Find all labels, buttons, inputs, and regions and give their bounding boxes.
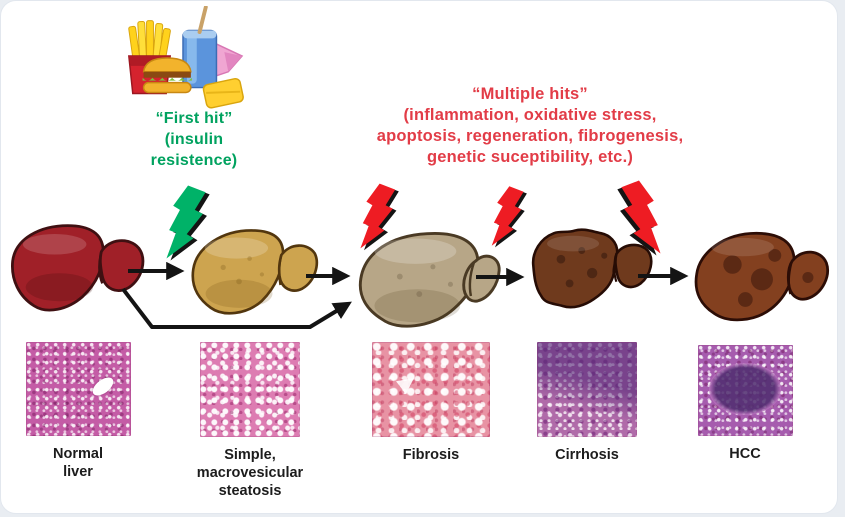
- stage-column-fibrosis: Fibrosis: [351, 342, 511, 464]
- liver-fibrosis-illustration: [356, 222, 504, 334]
- stage-label-steatosis: Simple, macrovesicular steatosis: [196, 447, 304, 499]
- liver-normal-illustration: [6, 220, 150, 318]
- lightning-bolt-green-icon: [157, 179, 211, 265]
- liver-steatosis-illustration: [188, 220, 320, 328]
- lightning-bolt-red-icon: [484, 180, 528, 252]
- histology-normal-image: [25, 342, 131, 436]
- stage-label-cirrhosis: Cirrhosis: [555, 447, 619, 463]
- central-vein-oval: [89, 373, 116, 400]
- multiple-hits-label: “Multiple hits” (inflammation, oxidative…: [376, 85, 684, 166]
- histology-steatosis-image: [200, 342, 300, 437]
- stage-label-hcc: HCC: [729, 446, 761, 462]
- lightning-bolt-red-icon: [616, 175, 670, 259]
- liver-cirrhosis-illustration: [528, 222, 658, 318]
- liver-hcc-illustration: [692, 222, 830, 332]
- lightning-bolt-red-icon: [352, 177, 400, 255]
- white-patch: [396, 378, 414, 394]
- stage-column-steatosis: Simple, macrovesicular steatosis: [170, 342, 330, 500]
- tumor-nodule: [708, 363, 781, 415]
- histology-cirrhosis-image: [537, 342, 637, 437]
- histology-hcc-image: [697, 345, 793, 436]
- first-hit-label: “First hit” (insulin resistence): [150, 110, 238, 169]
- stage-column-normal: Normal liver: [8, 342, 148, 481]
- stage-label-fibrosis: Fibrosis: [402, 447, 460, 463]
- stage-column-cirrhosis: Cirrhosis: [507, 342, 667, 464]
- junk-food-icon: [118, 6, 246, 112]
- histology-fibrosis-image: [372, 342, 490, 437]
- stage-label-normal: Normal liver: [53, 446, 103, 480]
- stage-column-hcc: HCC: [665, 345, 825, 463]
